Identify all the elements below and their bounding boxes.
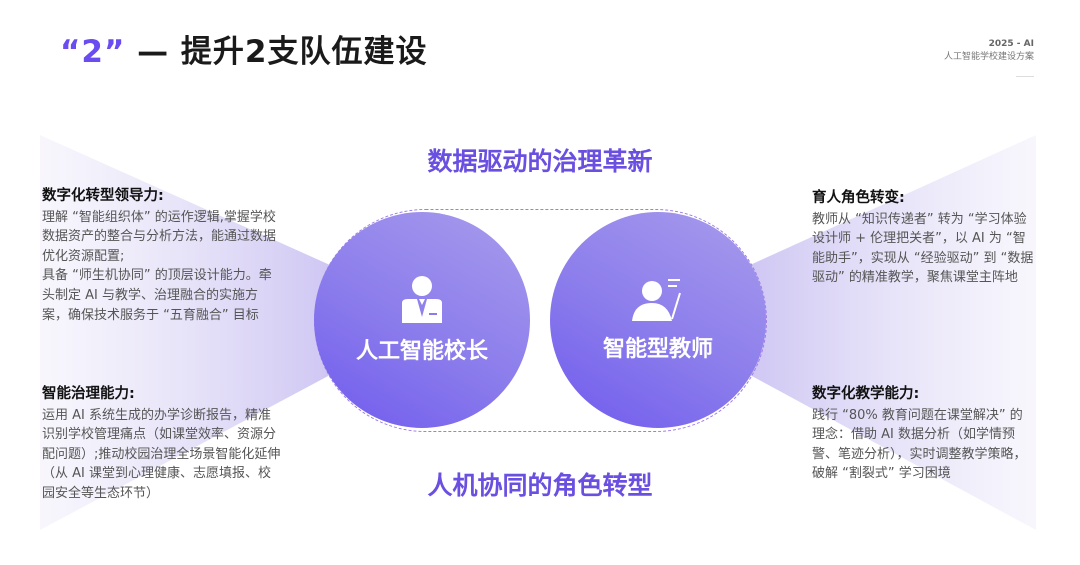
block-text: 践行 “80% 教育问题在课堂解决” 的理念：借助 AI 数据分析（如学情预警、… — [812, 407, 1027, 482]
title-number: “2” — [60, 34, 126, 70]
brand: 2025 - AI 人工智能学校建设方案 — [944, 38, 1034, 64]
left-block-governance: 智能治理能力: 运用 AI 系统生成的办学诊断报告，精准识别学校管理痛点（如课堂… — [42, 385, 282, 504]
block-text: 理解 “智能组织体” 的运作逻辑,掌握学校数据资产的整合与分析方法，能通过数据优… — [42, 209, 277, 264]
block-title: 数字化教学能力: — [812, 386, 920, 402]
principal-circle: 人工智能校长 — [314, 212, 530, 428]
block-text: 具备 “师生机协同” 的顶层设计能力。牵头制定 AI 与教学、治理融合的实施方案… — [42, 268, 272, 323]
divider — [1016, 76, 1034, 77]
block-text: 教师从 “知识传递者” 转为 “学习体验设计师 + 伦理把关者”，以 AI 为 … — [812, 211, 1034, 286]
left-beam — [40, 135, 330, 530]
right-block-role: 育人角色转变: 教师从 “知识传递者” 转为 “学习体验设计师 + 伦理把关者”… — [812, 189, 1034, 288]
block-title: 智能治理能力: — [42, 386, 135, 402]
block-title: 数字化转型领导力: — [42, 188, 164, 204]
title-text: — 提升2支队伍建设 — [125, 34, 428, 70]
teacher-icon — [632, 279, 681, 321]
right-beam — [750, 135, 1036, 530]
teacher-circle: 智能型教师 — [550, 212, 766, 428]
top-heading: 数据驱动的治理革新 — [427, 147, 653, 176]
bottom-heading: 人机协同的角色转型 — [427, 471, 653, 500]
block-title: 育人角色转变: — [812, 190, 905, 206]
left-block-leadership: 数字化转型领导力: 理解 “智能组织体” 的运作逻辑,掌握学校数据资产的整合与分… — [42, 187, 282, 325]
right-block-teaching: 数字化教学能力: 践行 “80% 教育问题在课堂解决” 的理念：借助 AI 数据… — [812, 385, 1034, 484]
principal-icon — [402, 276, 442, 323]
block-text: 运用 AI 系统生成的办学诊断报告，精准识别学校管理痛点（如课堂效率、资源分配问… — [42, 407, 281, 501]
brand-year: 2025 - AI — [988, 39, 1034, 49]
brand-subtitle: 人工智能学校建设方案 — [943, 52, 1034, 62]
principal-label: 人工智能校长 — [355, 339, 488, 364]
page-title: “2” — 提升2支队伍建设 — [60, 26, 427, 71]
teacher-label: 智能型教师 — [602, 337, 713, 362]
